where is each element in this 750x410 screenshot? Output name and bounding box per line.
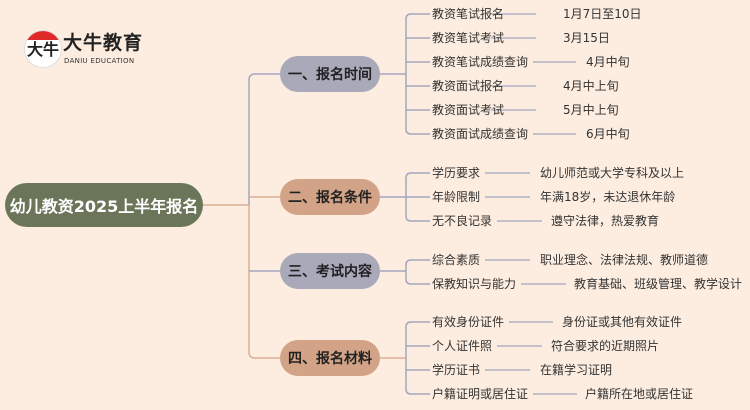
leaf-label: 教资面试成绩查询: [432, 127, 529, 141]
logo-icon: 大牛: [24, 30, 62, 68]
leaf-value: 户籍所在地或居住证: [585, 387, 694, 401]
leaf-label: 教资笔试考试: [432, 31, 505, 45]
leaf-value: 符合要求的近期照片: [551, 339, 660, 353]
leaf-value: 在籍学习证明: [540, 363, 613, 377]
leaf-value: 职业理念、法律法规、教师道德: [540, 253, 709, 267]
leaf-label: 教资面试报名: [432, 79, 505, 93]
leaf-label: 有效身份证件: [432, 315, 505, 329]
leaf-label: 无不良记录: [432, 214, 493, 228]
leaf-label: 个人证件照: [432, 339, 493, 353]
logo-glyph: 大牛: [27, 40, 60, 59]
leaf-label: 年龄限制: [432, 190, 481, 204]
leaf-label: 教资面试考试: [432, 103, 505, 117]
leaf-connectors: [485, 13, 577, 395]
leaf-value: 身份证或其他有效证件: [562, 315, 683, 329]
leaf-value: 5月中上旬: [563, 103, 619, 117]
leaf-value: 4月中旬: [586, 55, 630, 69]
leaf-value: 3月15日: [563, 31, 610, 45]
branch-node-time: 一、报名时间: [280, 56, 380, 92]
leaf-value: 6月中旬: [586, 127, 630, 141]
leaf-value: 4月中上旬: [563, 79, 619, 93]
logo-english: DANIU EDUCATION: [64, 57, 135, 65]
leaf-label: 学历证书: [432, 363, 481, 377]
leaf-value: 教育基础、班级管理、教学设计: [574, 277, 743, 291]
bracket-4: [405, 321, 430, 395]
leaf-value: 遵守法律，热爱教育: [551, 214, 660, 228]
leaf-label: 教资笔试报名: [432, 7, 505, 21]
logo-red-band: [25, 31, 61, 40]
leaf-label: 保教知识与能力: [432, 277, 517, 291]
logo-name: 大牛教育: [63, 32, 144, 54]
bracket-2: [405, 172, 430, 222]
leaf-label: 教资笔试成绩查询: [432, 55, 529, 69]
bracket-3: [405, 259, 430, 285]
leaf-value: 年满18岁，未达退休年龄: [540, 190, 676, 204]
branch-node-materials: 四、报名材料: [280, 340, 380, 376]
leaf-label: 户籍证明或居住证: [432, 387, 529, 401]
leaf-value: 幼儿师范或大学专科及以上: [540, 166, 685, 180]
root-node: 幼儿教资2025上半年报名: [5, 183, 203, 227]
leaf-label: 综合素质: [432, 253, 481, 267]
leaf-label: 学历要求: [432, 166, 481, 180]
bracket-1: [405, 13, 430, 135]
branch-connector-4: [248, 205, 280, 359]
branch-node-content: 三、考试内容: [280, 253, 380, 289]
leaf-value: 1月7日至10日: [563, 7, 642, 21]
branch-connector-1: [248, 73, 280, 81]
branch-node-conditions: 二、报名条件: [280, 179, 380, 215]
